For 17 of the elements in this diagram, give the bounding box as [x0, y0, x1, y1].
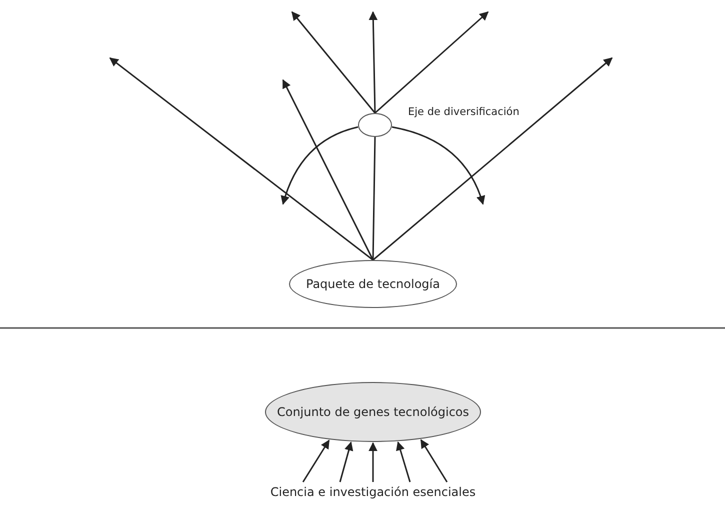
axis-label: Eje de diversificación	[408, 106, 520, 118]
node-text: Ciencia e investigación esenciales	[253, 483, 493, 501]
arrow	[396, 441, 411, 482]
arrow	[368, 11, 378, 114]
arrow	[109, 57, 374, 261]
connector-line	[372, 136, 376, 260]
arrow	[302, 440, 330, 482]
arrow	[282, 79, 374, 260]
arrow	[339, 442, 354, 482]
ellipse-node: Conjunto de genes tecnológicos	[265, 382, 481, 442]
arrow	[368, 442, 378, 482]
arrow	[291, 11, 376, 114]
small-ellipse	[358, 113, 392, 137]
ellipse-node: Paquete de tecnología	[289, 260, 457, 308]
arrow	[420, 439, 448, 482]
arrow	[372, 57, 613, 261]
arrow	[374, 11, 489, 114]
